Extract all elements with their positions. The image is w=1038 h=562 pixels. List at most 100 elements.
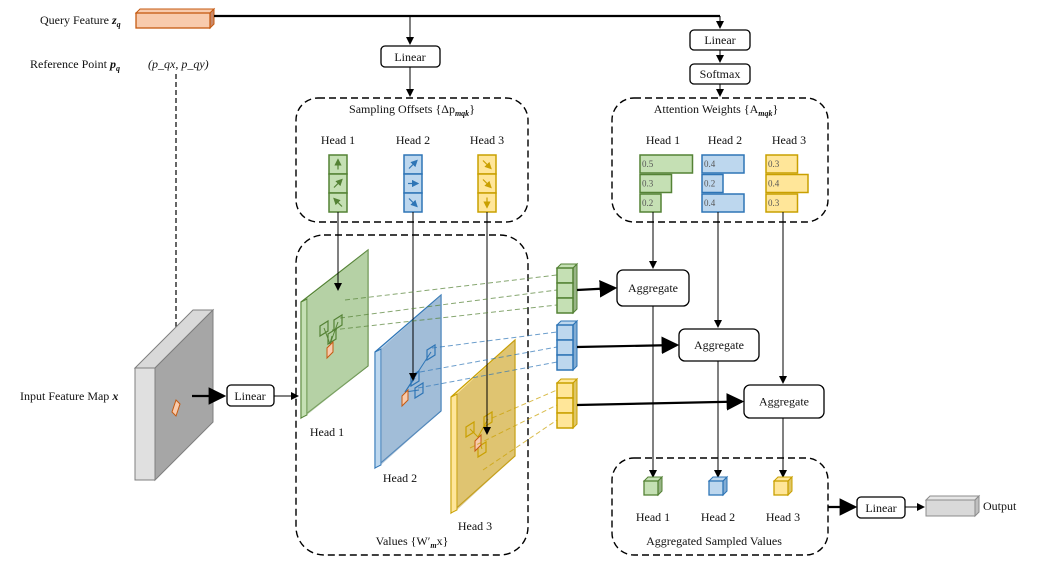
query-symbol: z [111, 13, 117, 27]
attention-head-2: Head 20.40.20.4 [701, 133, 745, 213]
query-subscript: q [117, 20, 121, 29]
attention-weight-bar [765, 173, 809, 194]
softmax-box: Softmax [689, 63, 751, 85]
offset-arrow-icon [408, 159, 418, 169]
arrow [576, 336, 680, 355]
sampling-link [482, 419, 558, 471]
value-plane-edge [374, 348, 382, 469]
offset-vector [323, 327, 331, 345]
sampled-value-cell [556, 382, 574, 399]
input-feature-map-label: Input Feature Map x [20, 389, 118, 403]
aggregated-value-cube [642, 475, 664, 497]
aggregate-box-head-3: Aggregate [743, 212, 825, 478]
head-label: Head 2 [383, 471, 417, 485]
attention-head-3: Head 30.30.40.3 [765, 133, 809, 213]
attention-weight-value: 0.4 [768, 179, 780, 189]
attention-weight-value: 0.2 [704, 179, 715, 189]
head-label: Head 2 [396, 133, 430, 147]
sampled-value-cell [556, 397, 574, 414]
arrow [576, 280, 618, 298]
linear-values-box: Linear [226, 384, 275, 407]
head-label: Head 1 [321, 133, 355, 147]
reference-point-marker [401, 388, 409, 408]
sampled-value-cell [556, 412, 574, 429]
linear-offsets-box: Linear [380, 45, 441, 68]
offset-arrow-icon [333, 197, 343, 207]
attention-weight-value: 0.3 [768, 159, 780, 169]
aggregate-label: Aggregate [694, 338, 744, 352]
sampling-link [491, 389, 558, 419]
linear-label: Linear [394, 50, 425, 64]
offset-arrow-icon [482, 160, 492, 170]
sampling-point [333, 313, 343, 332]
sampled-values-head-2 [417, 319, 680, 389]
head-label: Head 3 [766, 510, 800, 524]
sampling-link [469, 404, 558, 449]
input-feature-map [133, 308, 215, 482]
head-label: Head 3 [470, 133, 504, 147]
sampled-stacks [331, 262, 745, 471]
sampling-link [331, 304, 558, 331]
offset-vector [469, 428, 479, 438]
reference-symbol: p [109, 57, 116, 71]
values-group [295, 234, 529, 556]
sampling-point [319, 319, 329, 338]
sampling-link [419, 346, 558, 373]
sampling-link [339, 289, 558, 319]
aggregate-label: Aggregate [759, 395, 809, 409]
input-symbol: x [111, 389, 118, 403]
values-title: Values {W′mx} [376, 534, 449, 550]
attention-weight-bar [639, 154, 694, 174]
attention-weight-value: 0.3 [642, 179, 654, 189]
input-feature-map-text: Input Feature Map [20, 389, 109, 403]
arrow [576, 393, 745, 411]
sampling-point [426, 343, 436, 362]
sampling-point [327, 327, 337, 346]
aggregated-title: Aggregated Sampled Values [646, 534, 782, 548]
head-label: Head 2 [708, 133, 742, 147]
offset-heads: Head 1 Head 2 Head 3 [321, 133, 504, 213]
linear-label: Linear [704, 33, 735, 47]
values-text: Values {W′ [376, 534, 431, 548]
offset-vector [329, 335, 333, 345]
query-feature-vector [134, 7, 216, 30]
reference-point-label: Reference Point pq [30, 57, 120, 73]
attention-weights-title: Attention Weights {Amqk} [654, 102, 779, 118]
sampled-value-cell [556, 297, 574, 314]
sampling-offsets-text: Sampling Offsets {Δp [349, 102, 455, 116]
offset-arrow-icon [408, 198, 418, 208]
attention-weights-subscript: mqk [758, 109, 772, 118]
linear-label: Linear [234, 389, 265, 403]
sampled-value-cell [556, 282, 574, 299]
attention-weight-value: 0.4 [704, 159, 716, 169]
offset-head-3: Head 3 [470, 133, 504, 213]
linear-output-box: Linear [856, 496, 906, 519]
aggregate-box [678, 328, 760, 362]
offset-arrow-icon [482, 179, 492, 189]
aggregate-box [743, 384, 825, 419]
reference-subscript: q [116, 64, 120, 73]
sampling-offsets-title: Sampling Offsets {Δpmqk} [349, 102, 475, 118]
aggregated-value-cube [707, 475, 729, 497]
output-label: Output [983, 499, 1017, 513]
value-planes: Head 1 Head 2 Head 3 [300, 212, 516, 533]
aggregate-label: Aggregate [628, 281, 678, 295]
aggregate-box-head-1: Aggregate [616, 212, 690, 478]
attention-weight-bar [701, 154, 745, 174]
reference-point-marker [171, 399, 181, 417]
attention-weights-text: Attention Weights {A [654, 102, 759, 116]
attention-weight-bar [701, 193, 745, 213]
value-plane-head-1: Head 1 [300, 248, 369, 439]
attention-head-1: Head 10.50.30.2 [639, 133, 694, 213]
attention-weight-bar [639, 173, 673, 194]
aggregated-value-cube [772, 475, 794, 497]
softmax-label: Softmax [700, 67, 741, 81]
offset-arrow-icon [333, 178, 343, 188]
sampling-offsets-group [295, 97, 529, 223]
reference-point-text: Reference Point [30, 57, 108, 71]
value-plane-edge [450, 393, 458, 514]
head-label: Head 3 [458, 519, 492, 533]
attention-weight-bar [639, 193, 662, 213]
head-label: Head 1 [636, 510, 670, 524]
